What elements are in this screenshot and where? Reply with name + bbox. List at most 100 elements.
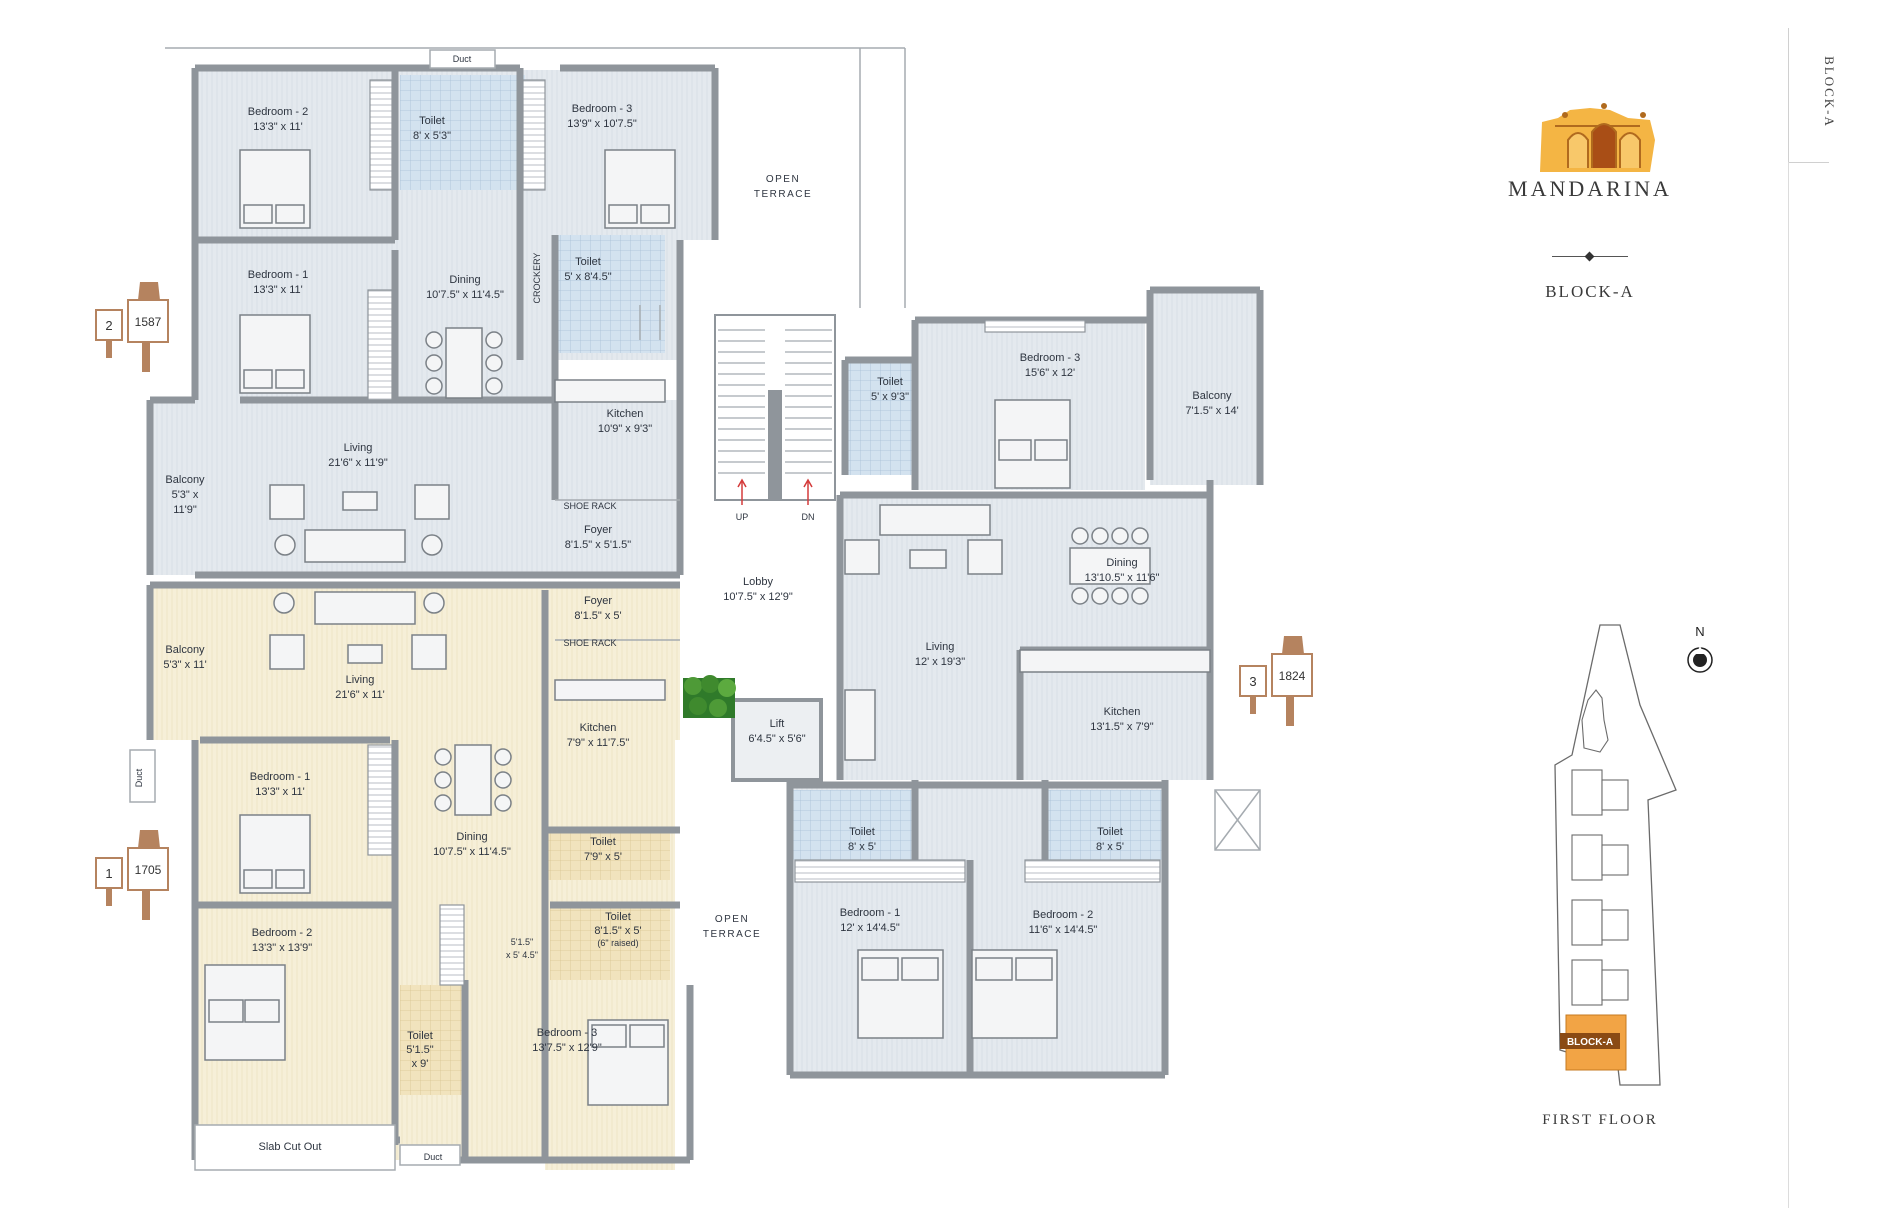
u3-balcony-dim: 7'1.5" x 14' <box>1185 405 1238 417</box>
north-label: N <box>1695 624 1704 639</box>
u2-kitchen-dim: 10'9" x 9'3" <box>598 423 652 435</box>
slab-cutout-label: Slab Cut Out <box>259 1141 322 1153</box>
mandarina-logo <box>1540 103 1655 172</box>
unit-marker-2: 2 1587 <box>95 282 169 372</box>
floor-title: FIRST FLOOR <box>1542 1112 1658 1128</box>
u3-bedroom3-dim: 15'6" x 12' <box>1025 367 1075 379</box>
walls <box>146 64 1264 1164</box>
open-terrace-mid-2: TERRACE <box>703 929 761 940</box>
u2-bedroom3-name: Bedroom - 3 <box>572 103 633 115</box>
duct-left-label: Duct <box>134 768 144 787</box>
duct-top-label: Duct <box>453 54 472 64</box>
room-labels: Bedroom - 2 13'3" x 11' Toilet 8' x 5'3"… <box>134 54 1239 1162</box>
u1-dining-name: Dining <box>456 831 487 843</box>
unit-marker-3: 3 1824 <box>1239 636 1313 726</box>
u1-passage-dim2: x 5' 4.5" <box>506 950 538 960</box>
u2-kitchen-name: Kitchen <box>607 408 644 420</box>
unit-marker-1-number: 1 <box>105 866 112 881</box>
u1-toilet2-dim: 8'1.5" x 5' <box>594 925 641 937</box>
u3-bedroom2-name: Bedroom - 2 <box>1033 909 1094 921</box>
u2-bedroom1-dim: 13'3" x 11' <box>253 284 303 296</box>
u1-living-dim: 21'6" x 11' <box>335 689 385 701</box>
u2-dining-name: Dining <box>449 274 480 286</box>
furniture <box>204 149 1211 1106</box>
u1-toilet3-dim2: x 9' <box>412 1058 429 1070</box>
u2-toilet1-dim: 8' x 5'3" <box>413 130 451 142</box>
key-plan: BLOCK-A N <box>1554 624 1713 1086</box>
u2-foyer-name: Foyer <box>584 524 612 536</box>
lobby-dim: 10'7.5" x 12'9" <box>723 591 793 603</box>
u1-toilet2-note: (6" raised) <box>597 938 638 948</box>
u1-bedroom3-dim: 13'7.5" x 12'9" <box>532 1042 602 1054</box>
u2-bedroom2-dim: 13'3" x 11' <box>253 121 303 133</box>
u3-toilet2-name: Toilet <box>849 826 875 838</box>
u2-living-dim: 21'6" x 11'9" <box>328 457 388 469</box>
u1-passage-dim1: 5'1.5" <box>511 937 533 947</box>
block-title: BLOCK-A <box>1545 282 1635 301</box>
thin-lines <box>129 47 1261 1171</box>
unit-marker-3-area: 1824 <box>1279 669 1306 683</box>
u1-bedroom2-dim: 13'3" x 13'9" <box>252 942 312 954</box>
lobby-name: Lobby <box>743 576 773 588</box>
u2-toilet2-name: Toilet <box>575 256 601 268</box>
u1-bedroom2-name: Bedroom - 2 <box>252 927 313 939</box>
open-terrace-top-1: OPEN <box>766 174 800 185</box>
u1-kitchen-name: Kitchen <box>580 722 617 734</box>
u1-toilet1-name: Toilet <box>590 836 616 848</box>
u1-bedroom3-name: Bedroom - 3 <box>537 1027 598 1039</box>
open-terrace-mid-1: OPEN <box>715 914 749 925</box>
u1-toilet3-name: Toilet <box>407 1030 433 1042</box>
u2-balcony-dim1: 5'3" x <box>172 489 199 501</box>
side-tab[interactable]: BLOCK-A <box>1788 28 1837 163</box>
shoe-rack-bottom-label: SHOE RACK <box>563 638 616 648</box>
unit-marker-3-number: 3 <box>1249 674 1256 689</box>
unit-marker-2-area: 1587 <box>135 315 162 329</box>
wardrobes <box>367 79 1161 986</box>
u3-bedroom3-name: Bedroom - 3 <box>1020 352 1081 364</box>
u3-toilet1-name: Toilet <box>877 376 903 388</box>
u1-toilet1-dim: 7'9" x 5' <box>584 851 622 863</box>
u3-toilet2-dim: 8' x 5' <box>848 841 876 853</box>
u1-bedroom1-name: Bedroom - 1 <box>250 771 311 783</box>
u3-bedroom1-name: Bedroom - 1 <box>840 907 901 919</box>
u1-foyer-name: Foyer <box>584 595 612 607</box>
brand-name: MANDARINA <box>1508 176 1672 201</box>
u1-balcony-name: Balcony <box>165 644 205 656</box>
u3-toilet3-dim: 8' x 5' <box>1096 841 1124 853</box>
u1-foyer-dim: 8'1.5" x 5' <box>574 610 621 622</box>
planter <box>683 675 736 718</box>
u1-toilet3-dim1: 5'1.5" <box>406 1044 434 1056</box>
u1-dining-dim: 10'7.5" x 11'4.5" <box>433 846 511 858</box>
u3-bedroom2-dim: 11'6" x 14'4.5" <box>1029 924 1098 936</box>
unit-marker-2-number: 2 <box>105 318 112 333</box>
stair-dn-label: DN <box>802 512 815 522</box>
u3-kitchen-dim: 13'1.5" x 7'9" <box>1090 721 1153 733</box>
sheet-divider <box>1788 162 1789 1208</box>
u2-bedroom1-name: Bedroom - 1 <box>248 269 309 281</box>
u2-balcony-name: Balcony <box>165 474 205 486</box>
u3-toilet3-name: Toilet <box>1097 826 1123 838</box>
unit-marker-1-area: 1705 <box>135 863 162 877</box>
lift-dim: 6'4.5" x 5'6" <box>748 733 805 745</box>
side-tab-label: BLOCK-A <box>1821 56 1837 128</box>
u3-toilet1-dim: 5' x 9'3" <box>871 391 909 403</box>
open-terrace-top-2: TERRACE <box>754 189 812 200</box>
lift-name: Lift <box>770 718 785 730</box>
key-plan-highlight-label: BLOCK-A <box>1567 1037 1613 1048</box>
u2-toilet1-name: Toilet <box>419 115 445 127</box>
duct-bottom-label: Duct <box>424 1152 443 1162</box>
u3-kitchen-name: Kitchen <box>1104 706 1141 718</box>
u2-foyer-dim: 8'1.5" x 5'1.5" <box>565 539 632 551</box>
u3-living-name: Living <box>926 641 955 653</box>
u3-dining-name: Dining <box>1106 557 1137 569</box>
u3-bedroom1-dim: 12' x 14'4.5" <box>840 922 900 934</box>
u2-bedroom2-name: Bedroom - 2 <box>248 106 309 118</box>
staircase: UP DN <box>714 314 836 522</box>
u3-dining-dim: 13'10.5" x 11'6" <box>1085 572 1160 584</box>
stair-up-label: UP <box>736 512 749 522</box>
crockery-label: CROCKERY <box>532 253 542 304</box>
u1-toilet2-name: Toilet <box>605 911 631 923</box>
u2-balcony-dim2: 11'9" <box>173 504 197 516</box>
